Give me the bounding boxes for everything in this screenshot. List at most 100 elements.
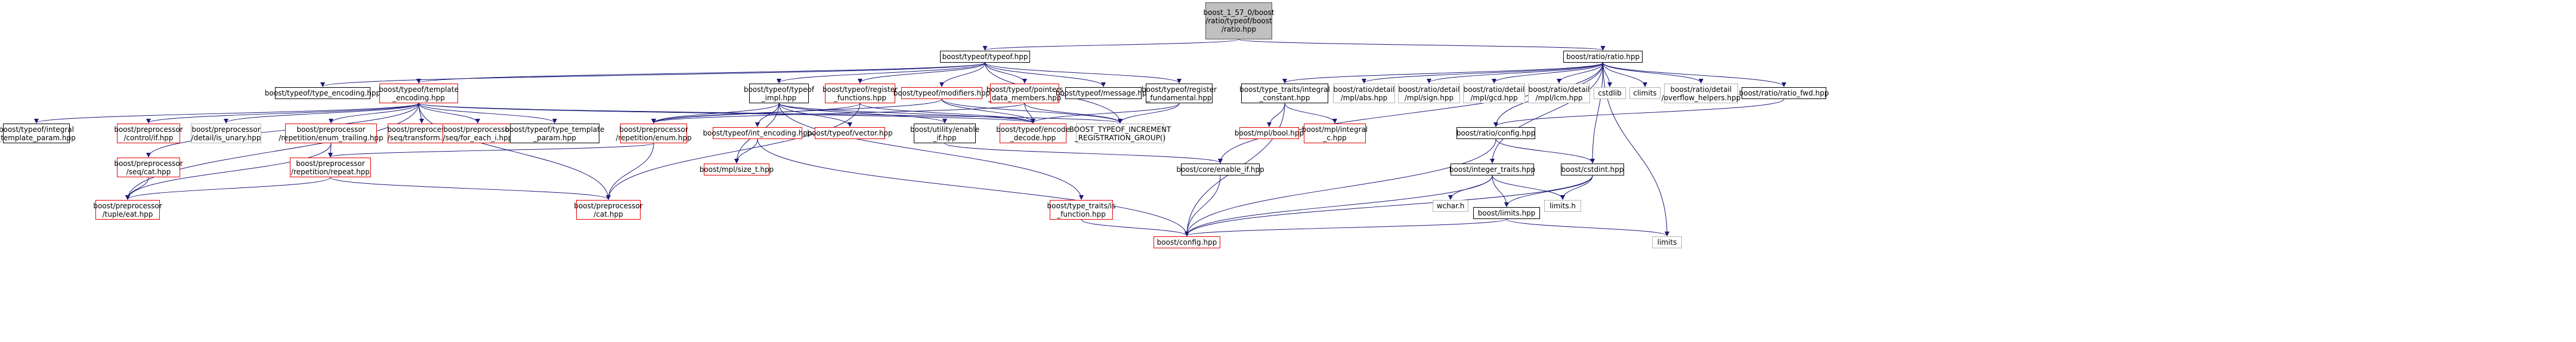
node-config-hpp[interactable]: boost/config.hpp bbox=[1154, 236, 1220, 248]
edge-typeof_impl-to-utility_enable_if bbox=[778, 103, 947, 124]
edge-template_encoding-to-increment_registration bbox=[418, 103, 1122, 124]
node-overflow-helpers[interactable]: boost/ratio/detail /overflow_helpers.hpp bbox=[1662, 84, 1740, 103]
node-mpl-sign[interactable]: boost/ratio/detail /mpl/sign.hpp bbox=[1398, 84, 1460, 103]
node-pp-seq-for-each-i[interactable]: boost/preprocessor /seq/for_each_i.hpp bbox=[443, 124, 513, 143]
edge-ratio_hpp-to-cstdint bbox=[1590, 62, 1603, 164]
node-climits[interactable]: climits bbox=[1629, 87, 1660, 99]
edge-typeof_impl-to-pp_enum bbox=[651, 103, 780, 124]
edge-ratio_hpp-to-ratio_fwd bbox=[1603, 62, 1786, 87]
node-type-traits-is-function[interactable]: boost/type_traits/is _function.hpp bbox=[1047, 200, 1116, 220]
node-core-enable-if[interactable]: boost/core/enable_if.hpp bbox=[1176, 164, 1264, 175]
edge-pp_enum-to-pp_repeat bbox=[328, 143, 654, 158]
edge-typeof_hpp-to-typeof_impl bbox=[777, 62, 985, 84]
node-register-fundamental[interactable]: boost/typeof/register _fundamental.hpp bbox=[1142, 84, 1217, 103]
edge-pp_enum-to-pp_cat bbox=[606, 143, 654, 200]
node-mpl-size-t[interactable]: boost/mpl/size_t.hpp bbox=[700, 164, 774, 175]
edge-pp_enum_trailing-to-pp_tuple_eat bbox=[125, 143, 332, 200]
edge-utility_enable_if-to-core_enable_if bbox=[944, 143, 1223, 164]
node-pp-tuple-eat[interactable]: boost/preprocessor /tuple/eat.hpp bbox=[93, 200, 162, 220]
node-typeof-hpp[interactable]: boost/typeof/typeof.hpp bbox=[940, 51, 1030, 63]
node-ratio-hpp[interactable]: boost/ratio/ratio.hpp bbox=[1563, 51, 1643, 63]
edge-pointers_data_members-to-pp_enum bbox=[651, 103, 1025, 124]
node-limits-h[interactable]: limits.h bbox=[1544, 200, 1581, 212]
node-encode-decode[interactable]: boost/typeof/encode _decode.hpp bbox=[996, 124, 1070, 143]
edge-ratio_hpp-to-climits bbox=[1603, 62, 1647, 87]
edge-typeof_hpp-to-register_functions bbox=[858, 62, 985, 84]
edge-typeof_hpp-to-modifiers bbox=[939, 62, 985, 87]
edge-ratio_hpp-to-mpl_sign bbox=[1427, 62, 1603, 84]
node-boost-limits[interactable]: boost/limits.hpp bbox=[1473, 207, 1540, 219]
node-ratio-fwd[interactable]: boost/ratio/ratio_fwd.hpp bbox=[1739, 87, 1829, 99]
edge-integral_constant-to-mpl_bool bbox=[1267, 103, 1285, 127]
edge-register_fundamental-to-encode_decode bbox=[1031, 103, 1180, 124]
edge-ratio_config-to-config_hpp bbox=[1185, 138, 1496, 236]
edge-ratio_fwd-to-ratio_config bbox=[1493, 98, 1785, 127]
edge-cstdint-to-config_hpp bbox=[1185, 175, 1593, 236]
node-pp-control-if[interactable]: boost/preprocessor /control/if.hpp bbox=[114, 124, 183, 143]
edge-typeof_hpp-to-template_encoding bbox=[416, 62, 985, 84]
edge-typeof_hpp-to-type_encoding bbox=[320, 62, 985, 87]
node-root-ratio-hpp[interactable]: boost_1_57_0/boost /ratio/typeof/boost /… bbox=[1203, 2, 1275, 39]
node-type-template-param[interactable]: boost/typeof/type_template _param.hpp bbox=[505, 124, 604, 143]
node-ratio-config[interactable]: boost/ratio/config.hpp bbox=[1456, 127, 1535, 139]
node-pp-enum-trailing[interactable]: boost/preprocessor /repetition/enum_trai… bbox=[279, 124, 384, 143]
node-limits[interactable]: limits bbox=[1652, 236, 1682, 248]
edge-ratio_hpp-to-mpl_gcd bbox=[1492, 62, 1603, 84]
node-typeof-vector[interactable]: boost/typeof/vector.hpp bbox=[807, 127, 893, 139]
node-pp-repeat[interactable]: boost/preprocessor /repetition/repeat.hp… bbox=[290, 158, 371, 177]
node-typeof-impl[interactable]: boost/typeof/typeof _impl.hpp bbox=[744, 84, 814, 103]
edge-pp_repeat-to-pp_tuple_eat bbox=[125, 177, 331, 200]
node-utility-enable-if[interactable]: boost/utility/enable _if.hpp bbox=[910, 124, 979, 143]
node-wchar-h[interactable]: wchar.h bbox=[1433, 200, 1468, 212]
edge-typeof_hpp-to-pointers_data_members bbox=[985, 62, 1027, 84]
node-cstdint[interactable]: boost/cstdint.hpp bbox=[1561, 164, 1624, 175]
node-pp-enum[interactable]: boost/preprocessor /repetition/enum.hpp bbox=[616, 124, 692, 143]
edge-int_encoding-to-config_hpp bbox=[757, 138, 1189, 236]
node-cstdlib[interactable]: cstdlib bbox=[1594, 87, 1626, 99]
node-increment-registration-group[interactable]: BOOST_TYPEOF_INCREMENT _REGISTRATION_GRO… bbox=[1069, 124, 1171, 143]
edge-integer_traits-to-boost_limits bbox=[1492, 175, 1509, 207]
node-integral-template-param[interactable]: boost/typeof/integral _template_param.hp… bbox=[0, 124, 76, 143]
node-mpl-bool[interactable]: boost/mpl/bool.hpp bbox=[1235, 127, 1304, 139]
node-pp-is-unary[interactable]: boost/preprocessor /detail/is_unary.hpp bbox=[191, 124, 261, 143]
edge-template_encoding-to-pp_enum_trailing bbox=[329, 103, 419, 124]
edge-register_functions-to-pp_cat bbox=[606, 103, 861, 200]
node-mpl-abs[interactable]: boost/ratio/detail /mpl/abs.hpp bbox=[1333, 84, 1395, 103]
edge-integer_traits-to-config_hpp bbox=[1185, 175, 1493, 236]
edge-template_encoding-to-pp_is_unary bbox=[224, 103, 419, 124]
node-type-encoding[interactable]: boost/typeof/type_encoding.hpp bbox=[265, 87, 381, 99]
edge-register_functions-to-encode_decode bbox=[859, 103, 1035, 124]
node-mpl-lcm[interactable]: boost/ratio/detail /mpl/lcm.hpp bbox=[1528, 84, 1590, 103]
edge-ratio_hpp-to-core_enable_if bbox=[1218, 62, 1603, 164]
edge-ratio_hpp-to-integral_constant bbox=[1282, 62, 1603, 84]
node-modifiers[interactable]: boost/typeof/modifiers.hpp bbox=[893, 87, 990, 99]
node-int-encoding[interactable]: boost/typeof/int_encoding.hpp bbox=[703, 127, 812, 139]
edge-template_encoding-to-pp_seq_for_each_i bbox=[418, 103, 480, 124]
edge-template_encoding-to-pp_cat bbox=[418, 103, 611, 200]
edge-root-to-typeof_hpp bbox=[982, 39, 1239, 51]
node-pp-cat[interactable]: boost/preprocessor /cat.hpp bbox=[574, 200, 643, 220]
edge-ratio_hpp-to-overflow_helpers bbox=[1603, 62, 1703, 84]
edge-typeof_impl-to-typeof_vector bbox=[778, 103, 852, 127]
node-pointers-data-members[interactable]: boost/typeof/pointers _data_members.hpp bbox=[987, 84, 1063, 103]
node-message[interactable]: boost/typeof/message.hpp bbox=[1056, 87, 1151, 99]
edge-type_traits_is_function-to-config_hpp bbox=[1081, 219, 1189, 236]
node-template-encoding[interactable]: boost/typeof/template _encoding.hpp bbox=[379, 84, 459, 103]
node-register-functions[interactable]: boost/typeof/register _functions.hpp bbox=[822, 84, 898, 103]
edge-template_encoding-to-pp_tuple_eat bbox=[125, 103, 419, 200]
edge-register_fundamental-to-increment_registration bbox=[1118, 103, 1180, 124]
edge-template_encoding-to-pp_seq_cat bbox=[146, 103, 419, 158]
edge-ratio_hpp-to-mpl_abs bbox=[1362, 62, 1603, 84]
edge-ratio_config-to-cstdint bbox=[1495, 138, 1595, 164]
node-mpl-integral-c[interactable]: boost/mpl/integral _c.hpp bbox=[1302, 124, 1368, 143]
node-mpl-gcd[interactable]: boost/ratio/detail /mpl/gcd.hpp bbox=[1463, 84, 1525, 103]
edge-ratio_hpp-to-mpl_lcm bbox=[1557, 62, 1603, 84]
node-pp-seq-cat[interactable]: boost/preprocessor /seq/cat.hpp bbox=[114, 158, 183, 177]
node-integer-traits[interactable]: boost/integer_traits.hpp bbox=[1449, 164, 1535, 175]
edge-typeof_impl-to-encode_decode bbox=[778, 103, 1035, 124]
edge-template_encoding-to-integral_template_param bbox=[34, 103, 419, 124]
node-integral-constant[interactable]: boost/type_traits/integral _constant.hpp bbox=[1239, 84, 1330, 103]
edge-template_encoding-to-type_template_param bbox=[418, 103, 557, 124]
